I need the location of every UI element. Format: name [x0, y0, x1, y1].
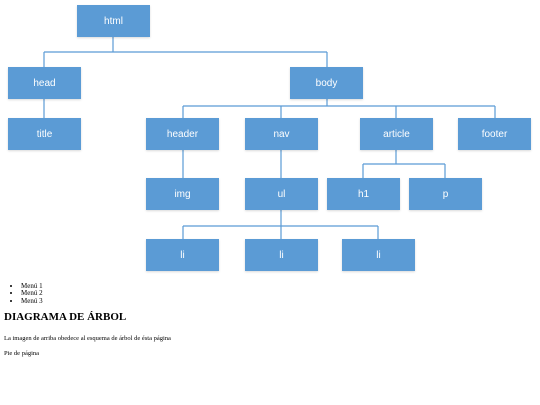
tree-diagram: html head body title header nav article …	[8, 5, 531, 271]
node-article: article	[360, 118, 433, 150]
description-text: La imagen de arriba obedece al esquema d…	[4, 335, 171, 342]
node-li-2: li	[245, 239, 318, 271]
node-head: head	[8, 67, 81, 99]
node-img: img	[146, 178, 219, 210]
node-p: p	[409, 178, 482, 210]
node-header: header	[146, 118, 219, 150]
node-li-1: li	[146, 239, 219, 271]
node-ul: ul	[245, 178, 318, 210]
menu-item[interactable]: Menú 1	[21, 282, 43, 290]
node-h1: h1	[327, 178, 400, 210]
menu-item[interactable]: Menú 3	[21, 297, 43, 305]
tree-connectors	[43, 37, 496, 239]
menu-item[interactable]: Menú 2	[21, 289, 43, 297]
menu-list: Menú 1 Menú 2 Menú 3	[9, 282, 43, 305]
node-nav: nav	[245, 118, 318, 150]
node-li-3: li	[342, 239, 415, 271]
page-heading: DIAGRAMA DE ÁRBOL	[4, 311, 127, 323]
node-body: body	[290, 67, 363, 99]
node-footer: footer	[458, 118, 531, 150]
page-footer: Pie de página	[4, 350, 40, 357]
node-html: html	[77, 5, 150, 37]
node-title: title	[8, 118, 81, 150]
